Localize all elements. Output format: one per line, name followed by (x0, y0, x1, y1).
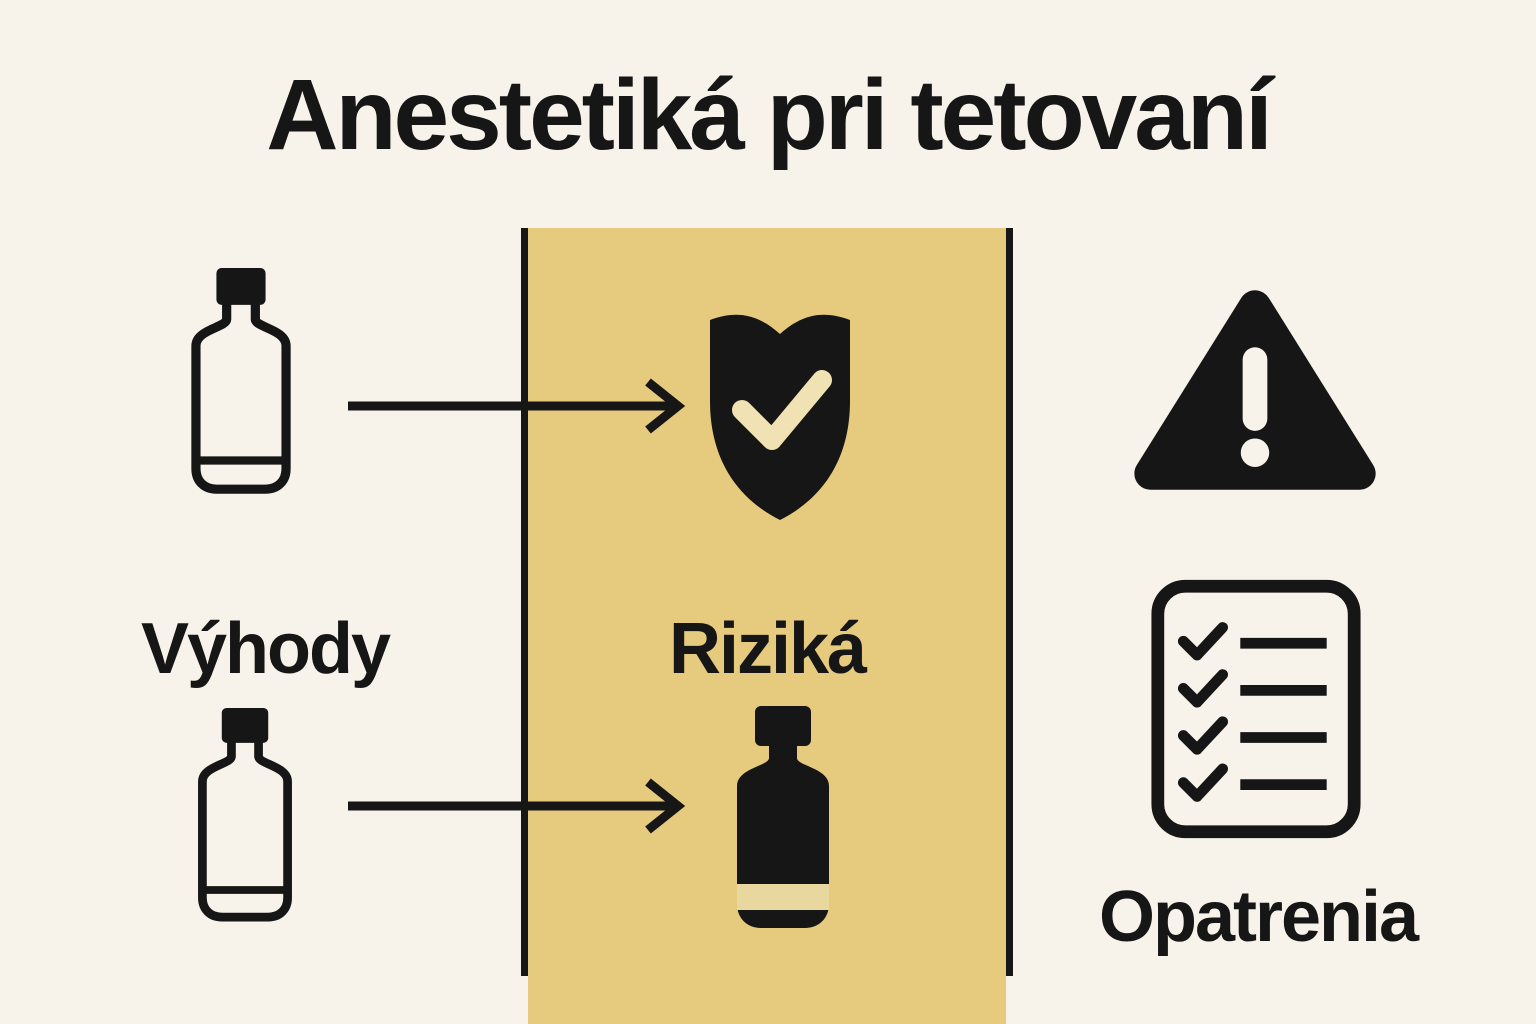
shield-check-icon (710, 314, 850, 520)
benefits-label: Výhody (140, 609, 391, 689)
checklist-icon (1151, 579, 1361, 839)
warning-triangle-icon (1134, 290, 1376, 490)
panel-border-left (521, 228, 528, 976)
infographic-title: Anestetiká pri tetovaní (266, 59, 1273, 171)
arrow-right-icon (348, 778, 686, 834)
medicine-bottle-filled-icon (737, 706, 829, 928)
precautions-label: Opatrenia (1098, 877, 1419, 957)
panel-border-right (1006, 228, 1013, 976)
arrow-right-icon (348, 378, 686, 434)
medicine-bottle-outline-icon (198, 708, 292, 922)
medicine-bottle-outline-icon (191, 268, 291, 494)
risks-label: Riziká (668, 609, 867, 689)
